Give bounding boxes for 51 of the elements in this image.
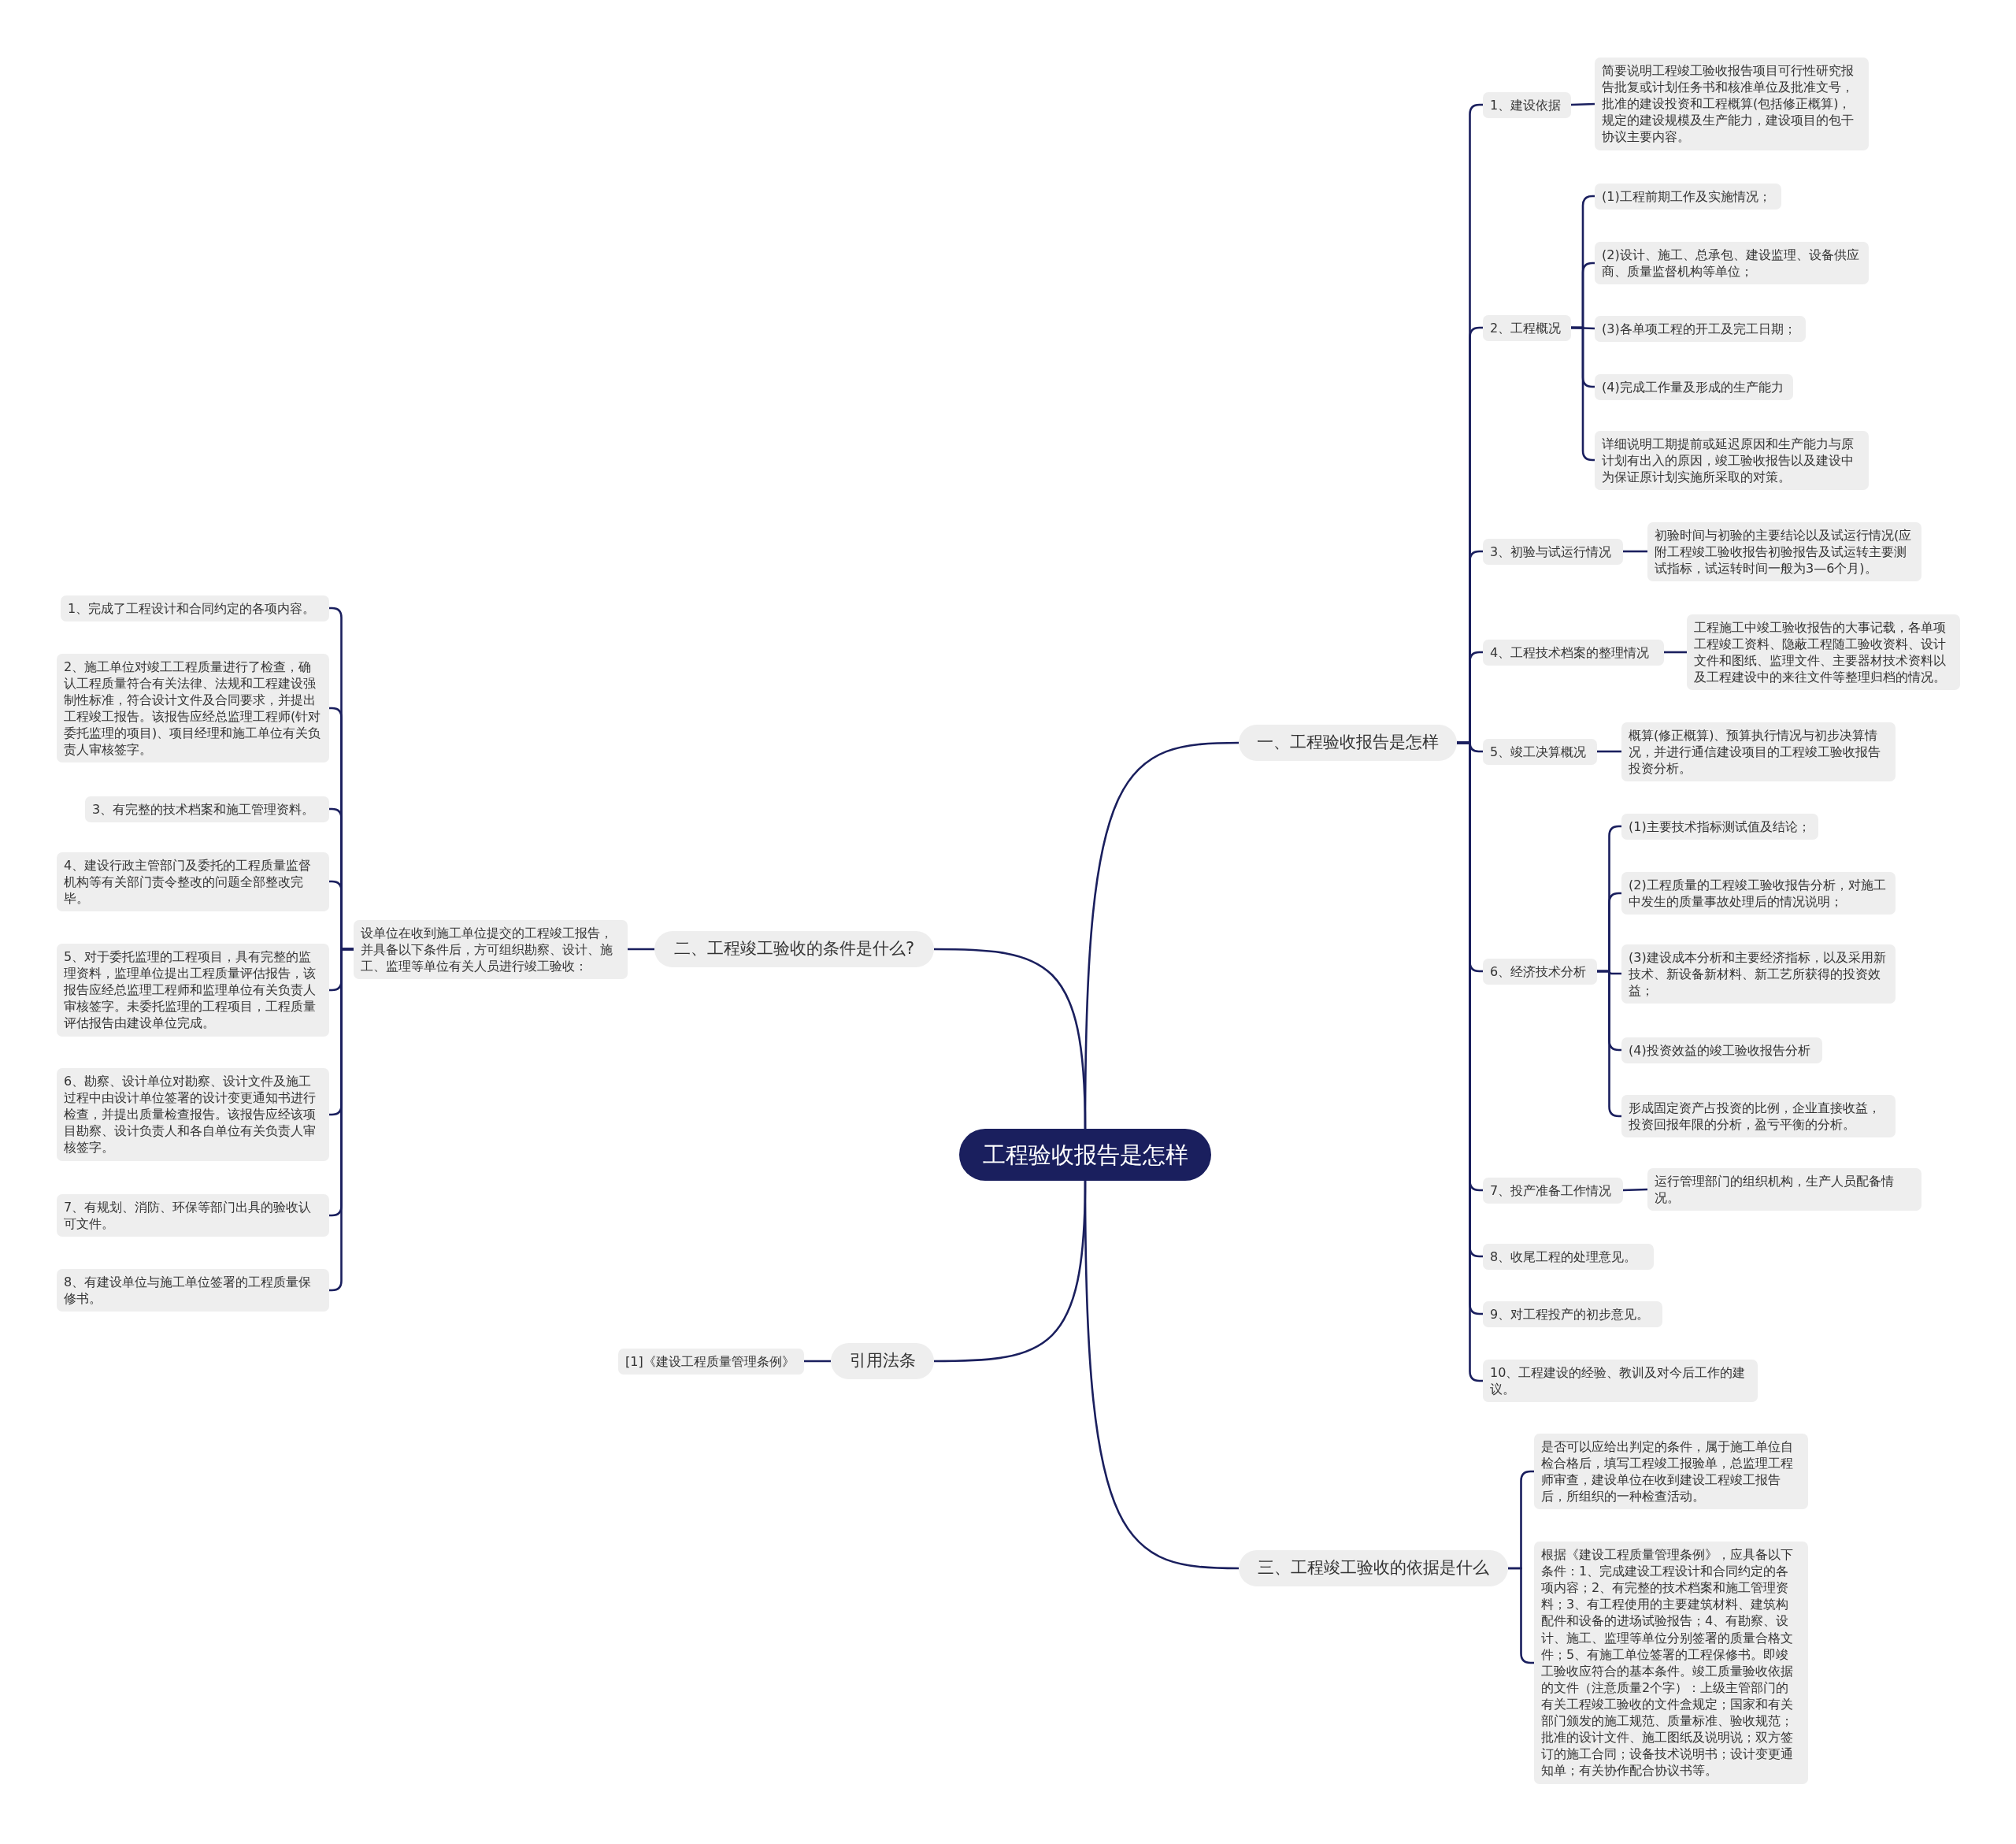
subtopic-box: (3)建设成本分析和主要经济指标，以及采用新技术、新设备新材料、新工艺所获得的投资效益； bbox=[1621, 944, 1896, 1004]
subtopic-box: 6、勘察、设计单位对勘察、设计文件及施工过程中由设计单位签署的设计变更通知书进行检查，并提出质量检查报告。该报告应经该项目勘察、设计负责人和各自单位有关负责人审核签字。 bbox=[57, 1068, 329, 1161]
central-topic: 工程验收报告是怎样 bbox=[959, 1129, 1211, 1182]
subtopic-box: (3)各单项工程的开工及完工日期； bbox=[1595, 315, 1806, 342]
subtopic-box: (1)主要技术指标测试值及结论； bbox=[1621, 813, 1818, 840]
subtopic-box: (4)投资效益的竣工验收报告分析 bbox=[1621, 1037, 1822, 1063]
subtopic-box: 3、有完整的技术档案和施工管理资料。 bbox=[85, 796, 329, 822]
subtopic-box: 5、对于委托监理的工程项目，具有完整的监理资料，监理单位提出工程质量评估报告，该报告应经总监理工程师和监理单位有关负责人审核签字。未委托监理的工程项目，工程质量评估报告由建设单位完成。 bbox=[57, 944, 329, 1037]
branch-topic: 一、工程验收报告是怎样 bbox=[1239, 725, 1457, 761]
subtopic-box: 详细说明工期提前或延迟原因和生产能力与原计划有出入的原因，竣工验收报告以及建设中为保证原计划实施所采取的对策。 bbox=[1595, 430, 1869, 490]
subtopic-box: 7、投产准备工作情况 bbox=[1483, 1177, 1623, 1204]
connector-line bbox=[1597, 750, 1621, 753]
subtopic-box: (1)工程前期工作及实施情况； bbox=[1595, 183, 1781, 210]
subtopic-box: 初验时间与初验的主要结论以及试运行情况(应附工程竣工验收报告初验报告及试运转主要测试指标，试运转时间一般为3—6个月)。 bbox=[1647, 521, 1922, 581]
subtopic-box: 4、建设行政主管部门及委托的工程质量监督机构等有关部门责令整改的问题全部整改完毕。 bbox=[57, 852, 329, 911]
connector-line bbox=[1623, 550, 1647, 553]
subtopic-box: 6、经济技术分析 bbox=[1483, 958, 1597, 985]
subtopic-box: 2、工程概况 bbox=[1483, 314, 1571, 341]
branch-topic: 引用法条 bbox=[831, 1343, 934, 1379]
connector-line bbox=[1570, 102, 1595, 106]
branch-topic: 二、工程竣工验收的条件是什么? bbox=[654, 931, 934, 967]
connector-line bbox=[934, 1180, 1087, 1363]
subtopic-box: 简要说明工程竣工验收报告项目可行性研究报告批复或计划任务书和核准单位及批准文号，批准的建设投资和工程概算(包括修正概算)，规定的建设规模及生产能力，建设项目的包干协议主要内容。 bbox=[1595, 58, 1869, 150]
subtopic-box: 工程施工中竣工验收报告的大事记载，各单项工程竣工资料、隐蔽工程随工验收资料、设计文件和图纸、监理文件、主要器材技术资料以及工程建设中的来往文件等整理归档的情况。 bbox=[1687, 614, 1960, 691]
subtopic-box: 2、施工单位对竣工工程质量进行了检查，确认工程质量符合有关法律、法规和工程建设强制性标准，符合设计文件及合同要求，并提出工程竣工报告。该报告应经总监理工程师(针对委托监理的项目)、项目经理和施工单位有关负责人审核签字。 bbox=[57, 653, 329, 763]
subtopic-box: (2)设计、施工、总承包、建设监理、设备供应商、质量监督机构等单位； bbox=[1595, 242, 1869, 285]
subtopic-box: [1]《建设工程质量管理条例》 bbox=[618, 1348, 804, 1375]
connector-line bbox=[934, 948, 1087, 1130]
subtopic-box: 形成固定资产占投资的比例，企业直接收益，投资回报年限的分析，盈亏平衡的分析。 bbox=[1621, 1095, 1896, 1138]
subtopic-box: 8、有建设单位与施工单位签署的工程质量保修书。 bbox=[57, 1269, 329, 1312]
connector-line bbox=[1622, 1188, 1648, 1192]
connector-line bbox=[628, 948, 654, 951]
connector-line bbox=[1664, 651, 1687, 654]
subtopic-box: 运行管理部门的组织机构，生产人员配备情况。 bbox=[1647, 1168, 1922, 1211]
subtopic-box: 8、收尾工程的处理意见。 bbox=[1483, 1243, 1654, 1270]
subtopic-box: 概算(修正概算)、预算执行情况与初步决算情况，并进行通信建设项目的工程竣工验收报告投资分析。 bbox=[1621, 722, 1896, 781]
subtopic-box: (4)完成工作量及形成的生产能力 bbox=[1595, 373, 1793, 400]
subtopic-box: 1、完成了工程设计和合同约定的各项内容。 bbox=[61, 595, 329, 621]
subtopic-box: 5、竣工决算概况 bbox=[1483, 738, 1597, 765]
branch-topic: 三、工程竣工验收的依据是什么 bbox=[1239, 1550, 1508, 1586]
subtopic-box: 1、建设依据 bbox=[1483, 91, 1571, 118]
connector-line bbox=[804, 1360, 831, 1363]
subtopic-box: (2)工程质量的工程竣工验收报告分析，对施工中发生的质量事故处理后的情况说明； bbox=[1621, 872, 1896, 915]
subtopic-box: 是否可以应给出判定的条件，属于施工单位自检合格后，填写工程竣工报验单，总监理工程师审查，建设单位在收到建设工程竣工报告后，所组织的一种检查活动。 bbox=[1534, 1434, 1808, 1510]
subtopic-box: 3、初验与试运行情况 bbox=[1483, 538, 1623, 565]
subtopic-box: 7、有规划、消防、环保等部门出具的验收认可文件。 bbox=[57, 1194, 329, 1237]
subtopic-box: 4、工程技术档案的整理情况 bbox=[1483, 639, 1664, 666]
subtopic-box: 根据《建设工程质量管理条例》，应具备以下条件：1、完成建设工程设计和合同约定的各项内容；2、有完整的技术档案和施工管理资料；3、有工程使用的主要建筑材料、建筑构配件和设备的进场试验报告；4、有勘察、设计、施工、监理等单位分别签署的质量合格文件；5、有施工单位签署的工程保修书。即竣工验收应符合的基本条件。竣工质量验收依据的文件（注意质量2个字）：上级主管部门的有关工程竣工验收的文件盒规定；国家和有关部门颁发的施工规范、质量标准、验收规范；批准的设计文件、施工图纸及说明说；双方签订的施工合同；设备技术说明书；设计变更通知单；有关协作配合协议书等。 bbox=[1534, 1542, 1808, 1784]
subtopic-box: 10、工程建设的经验、教训及对今后工作的建议。 bbox=[1483, 1360, 1758, 1403]
subtopic-box: 设单位在收到施工单位提交的工程竣工报告，并具备以下条件后，方可组织勘察、设计、施工、监理等单位有关人员进行竣工验收： bbox=[354, 919, 628, 979]
subtopic-box: 9、对工程投产的初步意见。 bbox=[1483, 1300, 1662, 1327]
